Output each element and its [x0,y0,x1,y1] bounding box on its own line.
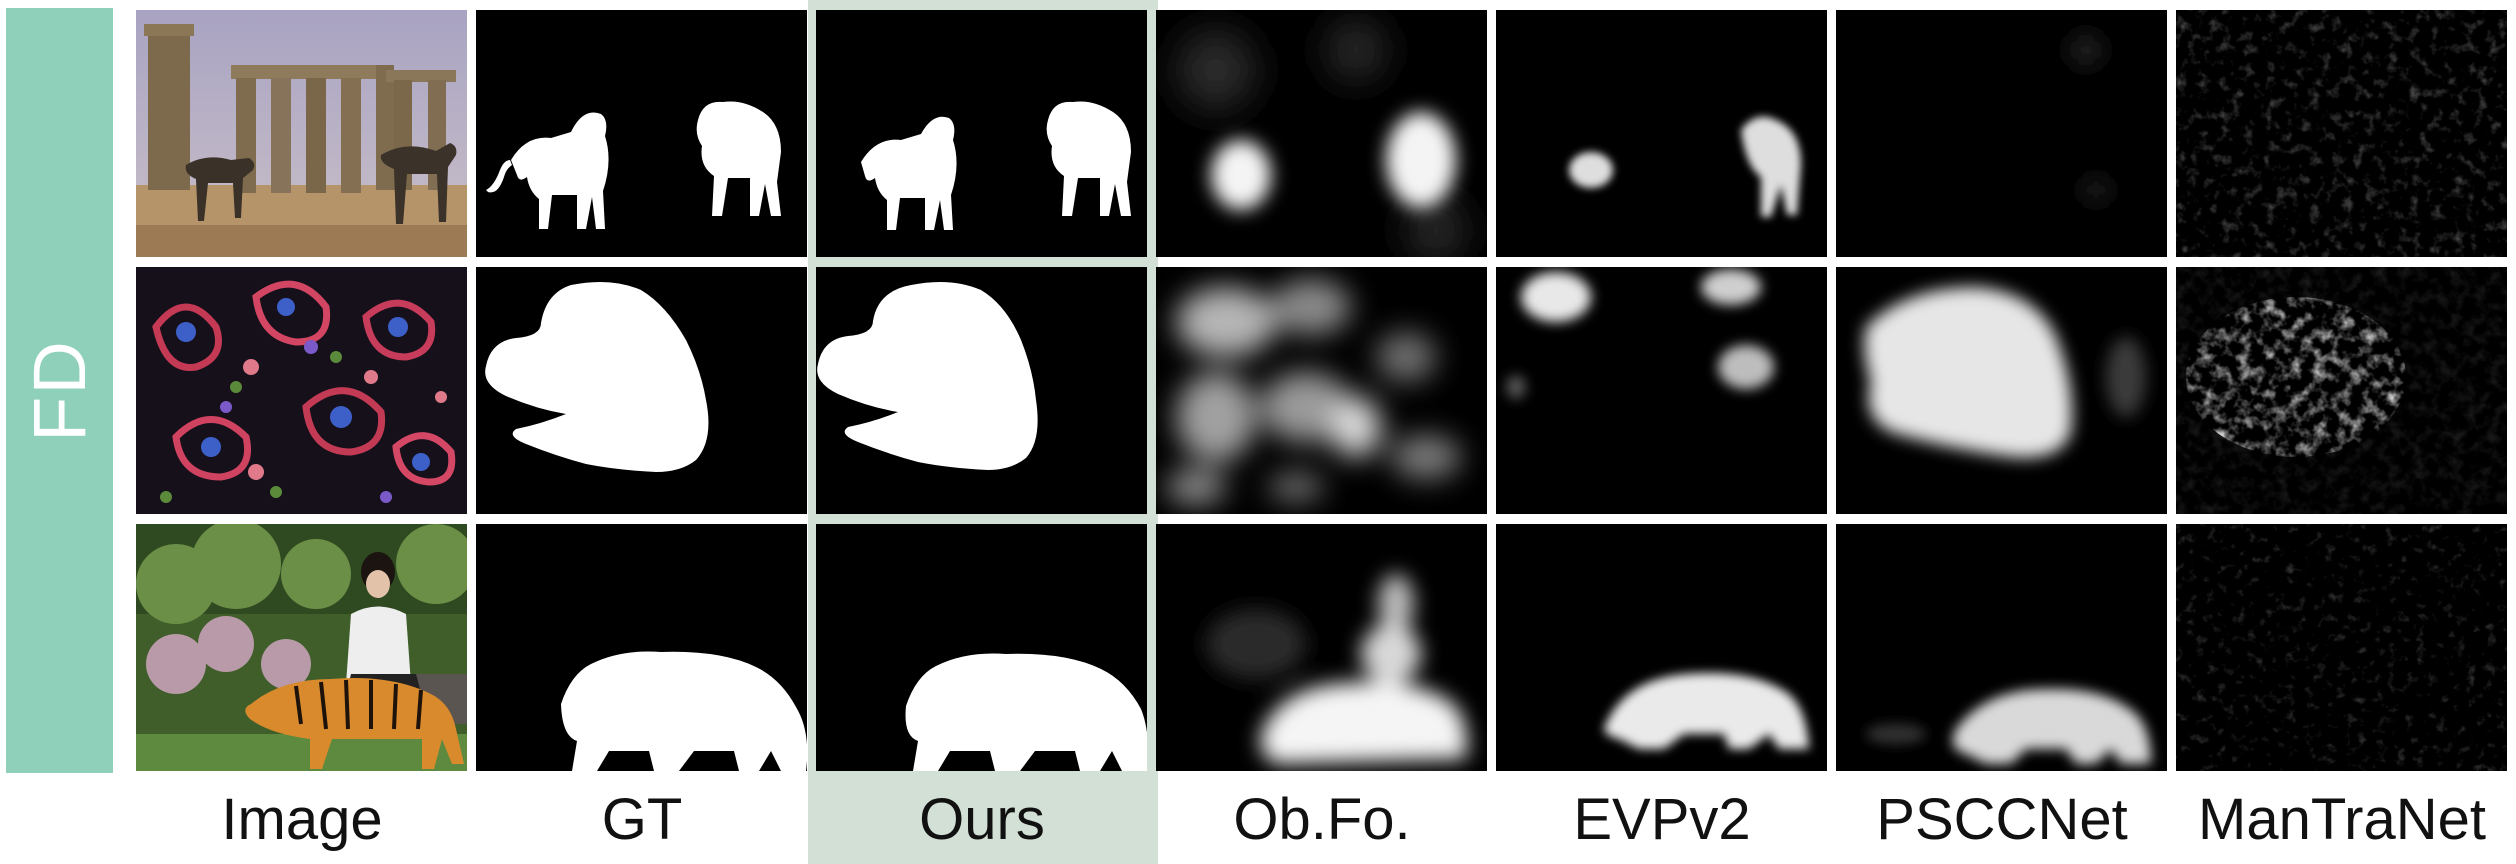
psccnet-mask-row1 [1836,10,2167,257]
psccnet-mask-row2 [1836,267,2167,514]
obfo-mask-row1 [1156,10,1487,257]
input-image-egypt [136,10,467,257]
evpv2-mask-row1 [1496,10,1827,257]
gt-mask-row1 [476,10,807,257]
evpv2-mask-row3 [1496,524,1827,771]
column-label-mantranet: ManTraNet [2198,787,2486,852]
ours-mask-row3 [816,524,1147,771]
mantranet-mask-row2 [2176,267,2507,514]
row-group-label-box: FD [6,8,113,773]
gt-mask-row2 [476,267,807,514]
column-label-image: Image [221,787,383,852]
mantranet-mask-row1 [2176,10,2507,257]
row-group-bar [6,8,113,773]
column-label-ours: Ours [919,787,1045,852]
column-label-gt: GT [601,787,683,852]
input-image-paisley [136,267,467,514]
row-group-label: FD [18,339,101,442]
column-label-psccnet: PSCCNet [1876,787,2128,852]
ours-mask-row2 [816,267,1147,514]
column-label-obfo: Ob.Fo. [1233,787,1411,852]
mantranet-mask-row3 [2176,524,2507,771]
obfo-mask-row3 [1156,524,1487,771]
evpv2-mask-row2 [1496,267,1827,514]
obfo-mask-row2 [1156,267,1487,514]
ours-mask-row1 [816,10,1147,257]
input-image-tiger-garden [136,524,467,771]
psccnet-mask-row3 [1836,524,2167,771]
gt-mask-row3 [476,524,807,771]
column-label-evpv2: EVPv2 [1573,787,1751,852]
